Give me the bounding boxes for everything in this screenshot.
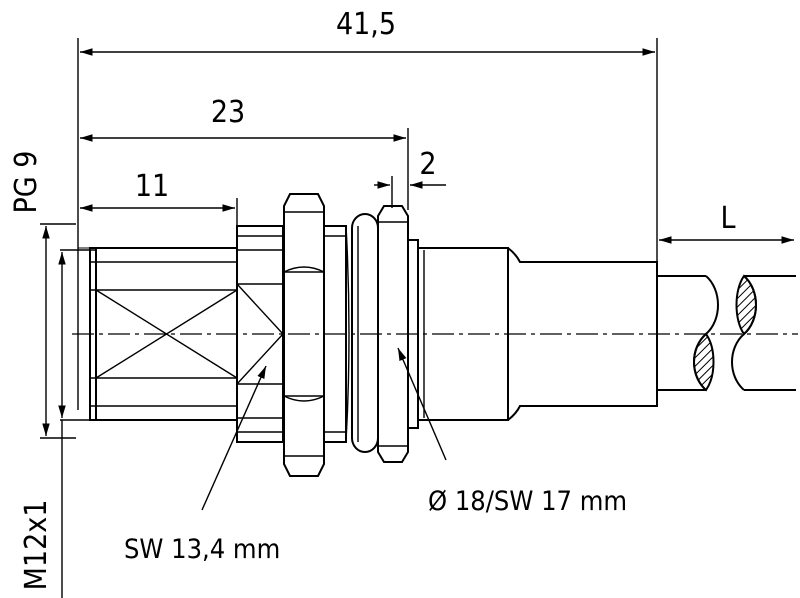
callout-nut-spec: Ø 18/SW 17 mm bbox=[397, 347, 627, 517]
overall-length-label: 41,5 bbox=[336, 7, 396, 42]
leader-sw134 bbox=[201, 365, 267, 511]
hex-diag bbox=[236, 283, 284, 335]
metric-thread-label: M12x1 bbox=[19, 500, 54, 591]
wrench-flat-label: SW 13,4 mm bbox=[124, 534, 280, 565]
hex-nut bbox=[283, 193, 325, 477]
nut-outline bbox=[283, 193, 325, 477]
nut-chamfer bbox=[283, 266, 325, 273]
nut-spec-label: Ø 18/SW 17 mm bbox=[428, 486, 627, 517]
panel-nut-outline bbox=[377, 205, 409, 463]
thread-curve bbox=[345, 225, 350, 443]
cable bbox=[657, 274, 796, 392]
dimension-nut-thickness: 2 bbox=[374, 147, 446, 208]
cable-section-hatch-left bbox=[693, 332, 715, 392]
x-diag-2 bbox=[95, 289, 238, 379]
dimension-pg-thread: PG 9 bbox=[9, 151, 76, 439]
thread-length-label: 23 bbox=[211, 95, 245, 130]
dimension-overall-length: 41,5 bbox=[77, 7, 658, 410]
cable-length-label: L bbox=[720, 201, 735, 236]
nut-chamfer bbox=[283, 395, 325, 402]
nut-thickness-label: 2 bbox=[419, 147, 436, 182]
dimension-thread-length: 23 bbox=[80, 95, 409, 210]
dimension-front-length: 11 bbox=[80, 169, 238, 226]
pg-thread-label: PG 9 bbox=[9, 151, 44, 214]
callout-wrench-flat: SW 13,4 mm bbox=[124, 365, 280, 565]
cable-section-hatch-right bbox=[735, 274, 757, 336]
front-length-label: 11 bbox=[135, 169, 169, 204]
o-ring bbox=[351, 213, 379, 453]
dimension-cable-length: L bbox=[659, 201, 794, 244]
o-ring-outline bbox=[351, 213, 379, 453]
leader-sw17 bbox=[397, 347, 447, 461]
dimension-metric-thread: M12x1 bbox=[19, 249, 96, 598]
hex-diag bbox=[236, 333, 284, 385]
